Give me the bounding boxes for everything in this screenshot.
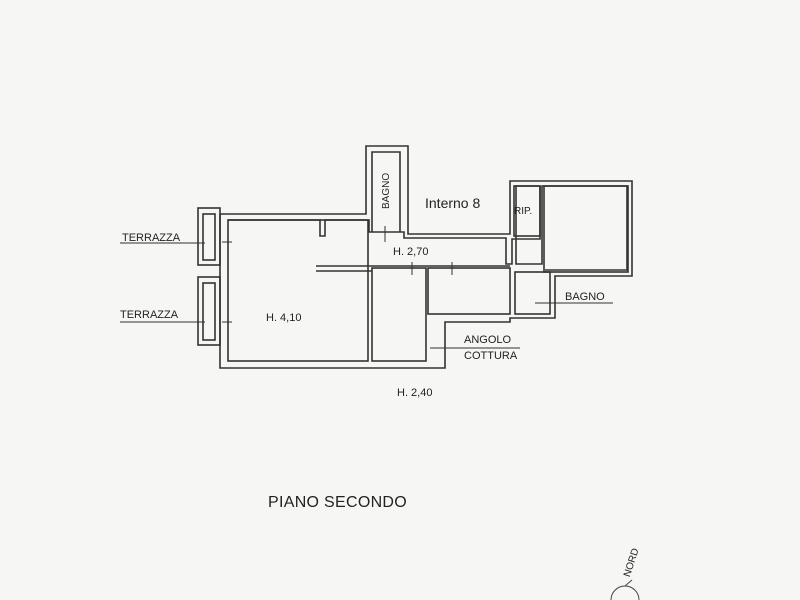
inner-bagno-right [514, 271, 551, 315]
label-height-corridor: H. 2,70 [393, 246, 429, 258]
label-cottura: COTTURA [464, 350, 518, 362]
label-terrazza-bottom: TERRAZZA [120, 309, 179, 321]
label-bagno-right: BAGNO [565, 291, 605, 303]
label-unit-name: Interno 8 [425, 195, 481, 211]
terrace-bottom [197, 276, 221, 346]
label-ripostiglio: RIP. [514, 206, 533, 217]
label-angolo: ANGOLO [464, 334, 512, 346]
floor-title: PIANO SECONDO [268, 494, 408, 511]
inner-room-center [427, 267, 511, 315]
outer-wall [219, 145, 633, 369]
label-terrazza-top: TERRAZZA [122, 232, 181, 244]
terrace-top [197, 207, 221, 266]
inner-right-room [543, 185, 629, 273]
inner-living [371, 267, 427, 362]
label-height-main: H. 4,10 [266, 312, 302, 324]
label-height-general: H. 2,40 [397, 387, 433, 399]
label-bagno-top: BAGNO [381, 172, 392, 209]
north-arrow-icon [610, 579, 640, 600]
inner-main-room [227, 219, 369, 362]
inner-rip [513, 185, 541, 237]
